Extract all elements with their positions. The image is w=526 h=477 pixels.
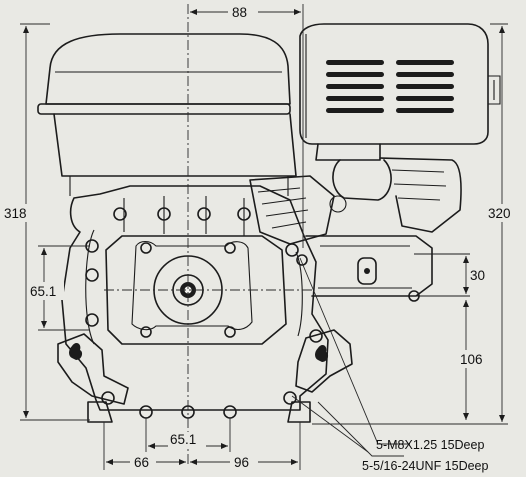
thread-notes: 5-M8X1.25 15Deep 5-5/16-24UNF 15Deep: [362, 438, 489, 473]
side-housing: [305, 235, 470, 302]
crankcase: [61, 185, 329, 411]
air-cleaner-vents: [326, 60, 454, 113]
dim-bottom-bolt-spacing: 65.1: [170, 432, 196, 447]
bolt-holes: [85, 207, 323, 419]
dim-top-width: 88: [232, 5, 247, 20]
dim-right-offset: 30: [470, 268, 485, 283]
center-lines: [104, 4, 312, 466]
dim-total-height-right: 320: [488, 206, 511, 221]
dimension-labels: 88 318 320 65.1 30 106 65.1 66 96: [4, 4, 522, 470]
note-thread-unf: 5-5/16-24UNF 15Deep: [362, 459, 489, 473]
fuel-tank: [37, 33, 297, 196]
dim-bottom-left: 66: [134, 455, 149, 470]
dim-left-bolt-spacing: 65.1: [30, 284, 56, 299]
dim-shaft-height: 106: [460, 352, 483, 367]
dimension-lines: [20, 9, 508, 470]
note-thread-metric: 5-M8X1.25 15Deep: [376, 438, 484, 452]
dim-bottom-right: 96: [234, 455, 249, 470]
feet-brackets: [57, 329, 353, 423]
dim-total-height-left: 318: [4, 206, 27, 221]
cylinder-head: [249, 143, 462, 245]
